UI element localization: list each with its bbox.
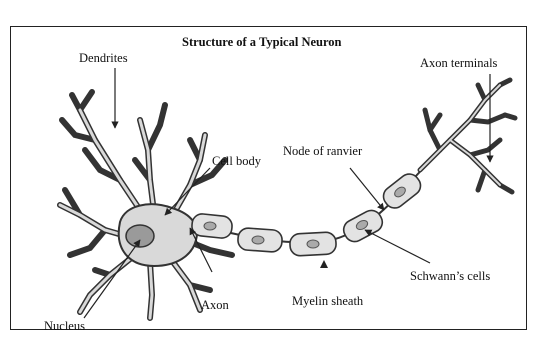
- nucleus-pointer: [84, 240, 140, 318]
- label-axon: Axon: [201, 299, 229, 312]
- label-cell-body: Cell body: [212, 155, 261, 168]
- cell-body-pointer: [165, 168, 210, 215]
- label-node-of-ranvier: Node of ranvier: [283, 145, 362, 158]
- nucleus-shape: [126, 225, 154, 247]
- diagram-title: Structure of a Typical Neuron: [182, 36, 342, 49]
- node-pointer: [350, 168, 384, 210]
- axon-terminals: [420, 80, 515, 192]
- myelin-pointer: [320, 260, 328, 268]
- label-dendrites: Dendrites: [79, 52, 128, 65]
- label-nucleus: Nucleus: [44, 320, 85, 333]
- label-axon-terminals: Axon terminals: [420, 57, 497, 70]
- schwann-pointer: [365, 230, 430, 263]
- label-myelin-sheath: Myelin sheath: [292, 295, 363, 308]
- label-schwann-cells: Schwann’s cells: [410, 270, 490, 283]
